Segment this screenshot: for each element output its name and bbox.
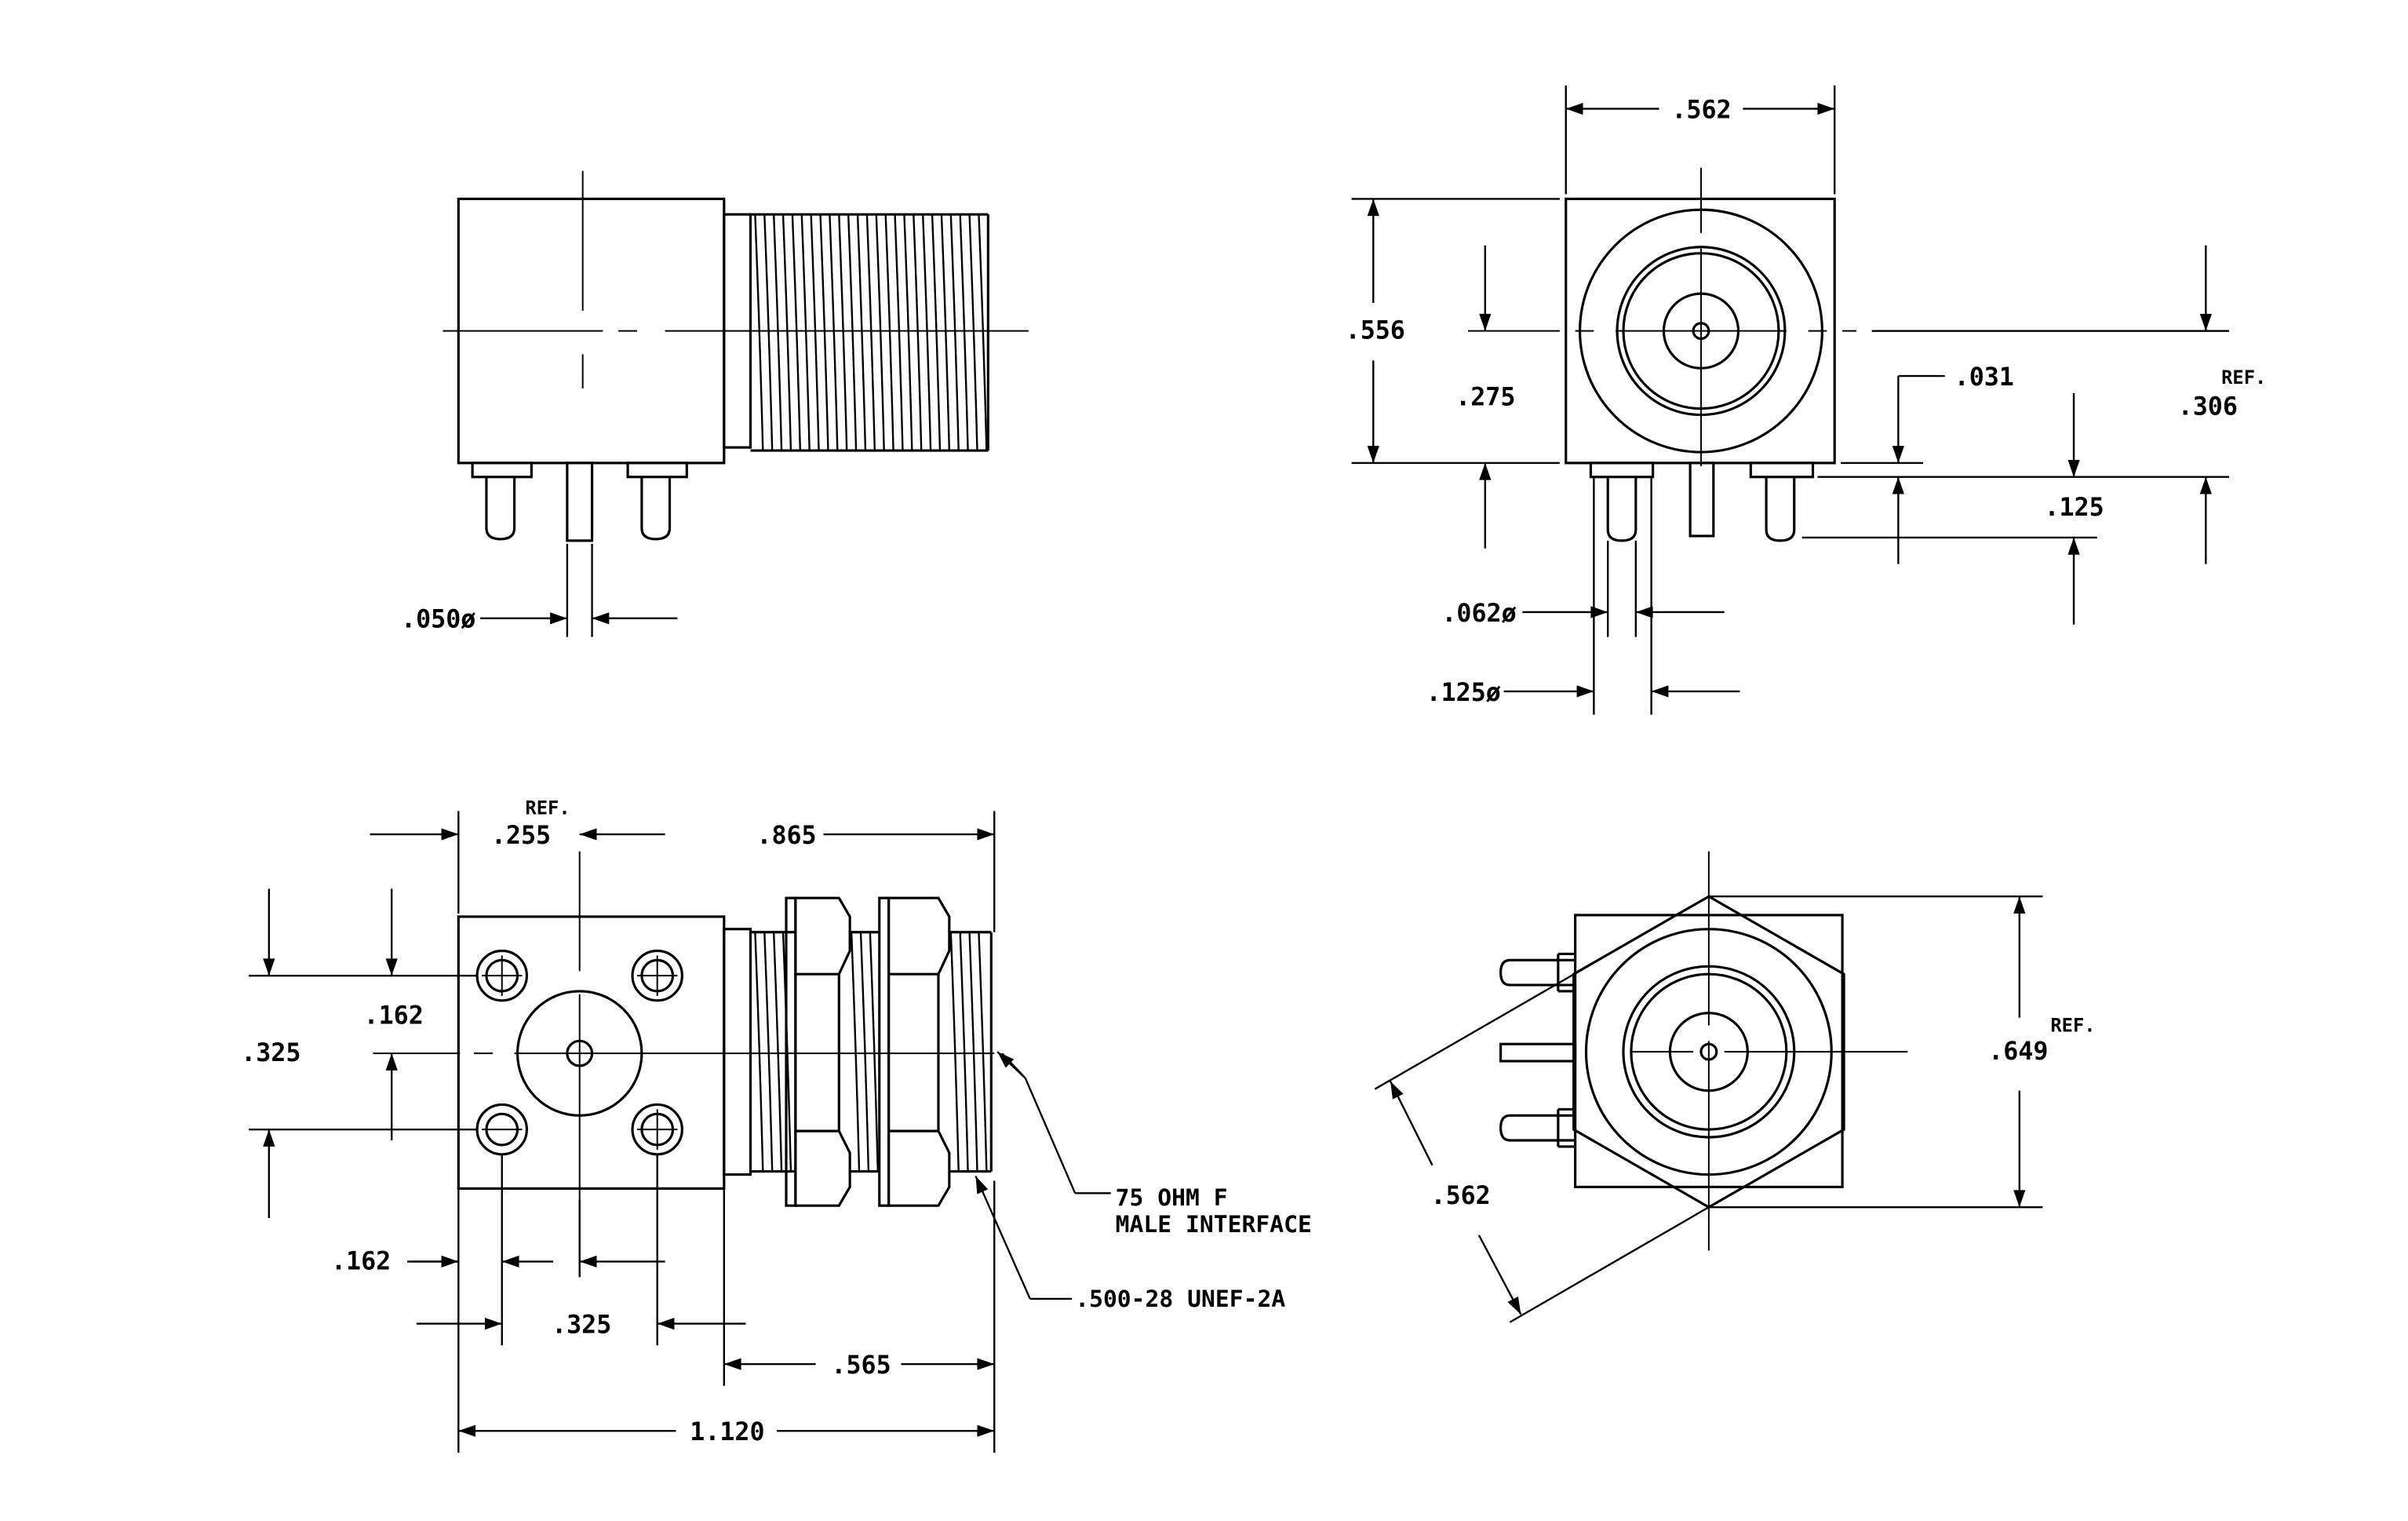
thread-line — [978, 214, 988, 451]
thread-line — [763, 932, 774, 1172]
dim-275: .275 — [1455, 384, 1515, 412]
dim-062-dia: .062ø — [1441, 600, 1516, 628]
thread-line — [772, 932, 783, 1172]
thread-line — [931, 214, 942, 451]
dim-649: .649 — [1988, 1038, 2048, 1066]
dim-162-h: .162 — [331, 1247, 391, 1275]
dim-325-h: .325 — [552, 1311, 611, 1339]
dim-562-top: .562 — [1671, 96, 1731, 124]
thread-line — [800, 214, 811, 451]
thread-line — [940, 214, 951, 451]
dim-556: .556 — [1346, 317, 1405, 345]
thread-line — [859, 932, 870, 1172]
dim-1120: 1.120 — [690, 1418, 764, 1446]
thread-line — [838, 214, 848, 451]
dim-649-ref: REF. — [2050, 1014, 2095, 1036]
thread-line — [913, 214, 923, 451]
note-interface-line2: MALE INTERFACE — [1116, 1211, 1312, 1238]
thread-line — [819, 214, 829, 451]
thread-line — [791, 214, 801, 451]
thread-line — [978, 932, 988, 1172]
thread-line — [829, 214, 839, 451]
thread-line — [865, 214, 876, 451]
dim-162-v: .162 — [364, 1002, 424, 1030]
dim-255-ref: REF. — [525, 797, 570, 819]
side-view — [443, 170, 1029, 637]
thread-line — [781, 214, 792, 451]
dim-306: .306 — [2178, 393, 2238, 421]
thread-line — [894, 214, 904, 451]
thread-line — [850, 932, 861, 1172]
thread-line — [772, 214, 783, 451]
dim-325-v: .325 — [241, 1039, 301, 1067]
thread-line — [884, 214, 894, 451]
thread-line — [763, 214, 774, 451]
dim-125: .125 — [2044, 494, 2104, 522]
dim-306-ref: REF. — [2221, 367, 2266, 388]
thread-line — [875, 214, 885, 451]
note-thread: .500-28 UNEF-2A — [1075, 1286, 1285, 1313]
dim-562-diag: .562 — [1431, 1182, 1491, 1210]
thread-line — [959, 214, 969, 451]
thread-line — [949, 932, 960, 1172]
thread-line — [959, 932, 969, 1172]
thread-line — [810, 214, 820, 451]
thread-line — [903, 214, 913, 451]
thread-line — [847, 214, 858, 451]
dim-565: .565 — [831, 1351, 891, 1380]
thread-line — [949, 214, 960, 451]
front-view — [1351, 85, 2230, 715]
thread-line — [968, 932, 978, 1172]
thread-line — [869, 932, 879, 1172]
thread-line — [856, 214, 867, 451]
dim-031: .031 — [1954, 363, 2014, 392]
dim-125-dia: .125ø — [1426, 679, 1501, 707]
dim-255: .255 — [491, 822, 551, 850]
hex-end-view — [1374, 851, 2043, 1323]
note-interface-line1: 75 OHM F — [1116, 1184, 1228, 1212]
thread-line — [922, 214, 932, 451]
thread-line — [754, 932, 764, 1172]
thread-line — [754, 214, 764, 451]
thread-line — [968, 214, 978, 451]
dim-865: .865 — [756, 822, 816, 850]
top-view — [249, 811, 1111, 1453]
dim-050-dia: .050ø — [401, 606, 475, 634]
